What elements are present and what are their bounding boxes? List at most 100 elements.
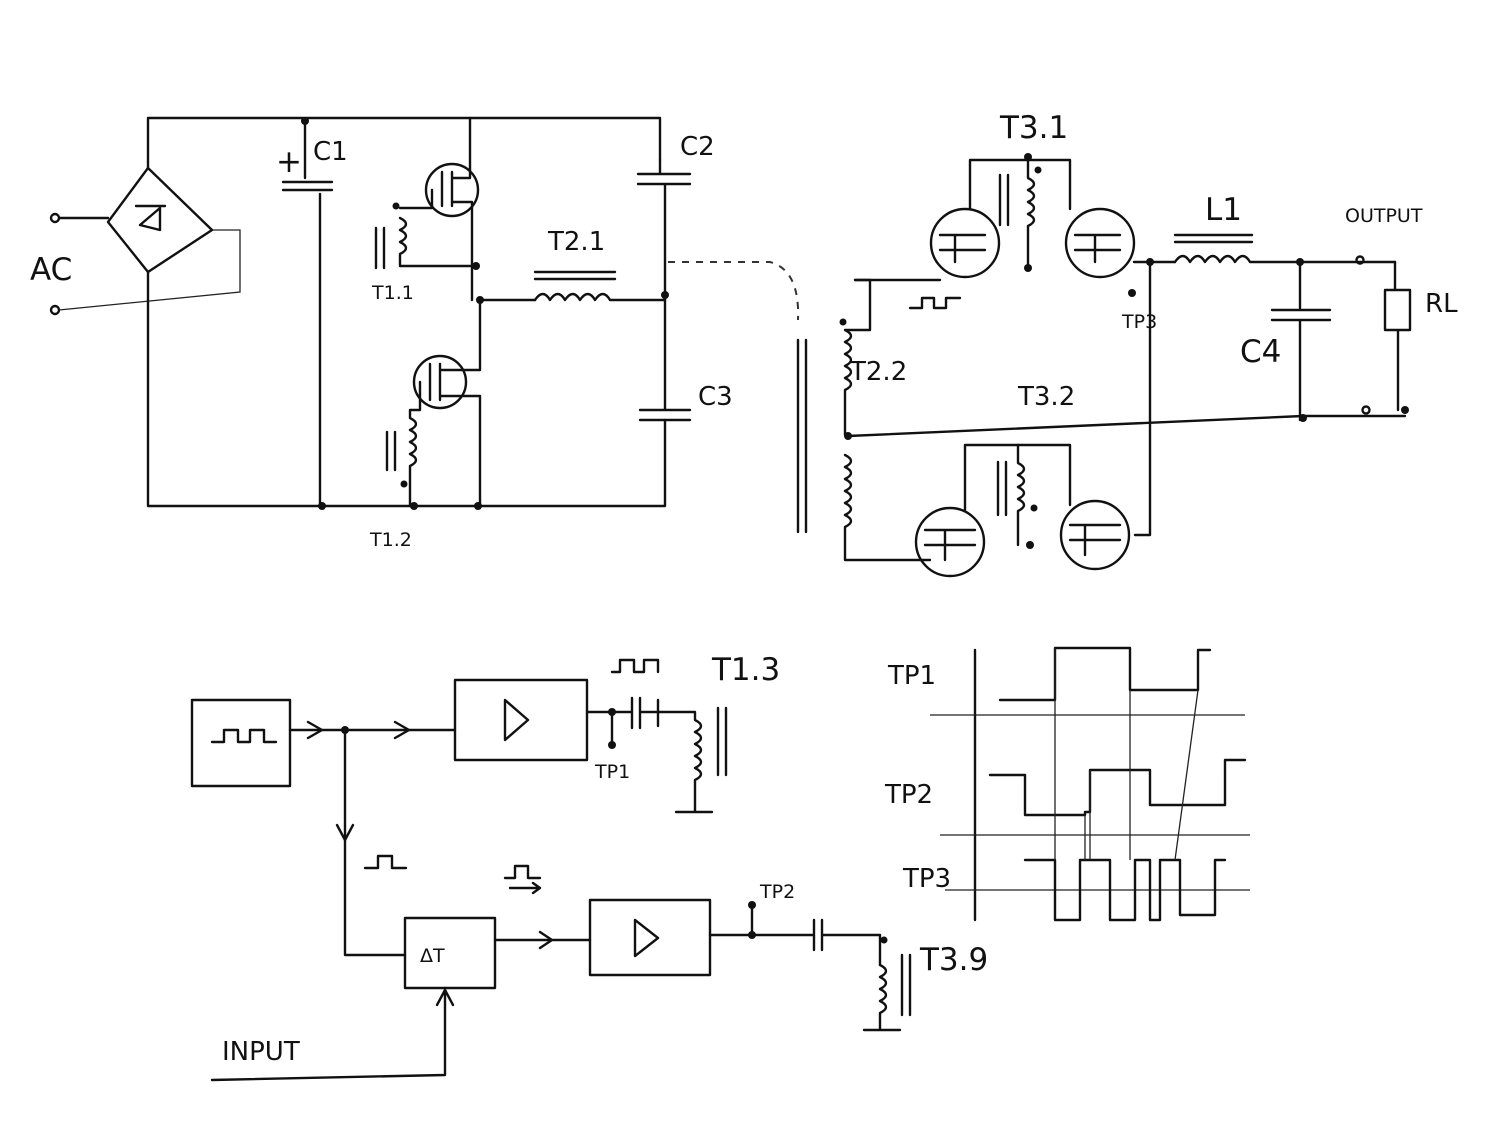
- negative-rail: [146, 270, 667, 508]
- inductor-l1-core: [1173, 233, 1254, 244]
- transformer-t2-1-winding: [533, 292, 667, 302]
- tp3-probe-point: [1128, 289, 1136, 297]
- polarity-dot: [392, 202, 400, 210]
- capacitor-divider-c2-c3: [636, 158, 692, 422]
- switch-symbol: [1068, 523, 1122, 557]
- t2-2-label: T2.2: [849, 357, 907, 387]
- tp3-row-label: TP3: [902, 864, 951, 894]
- tp2-probe-point: [748, 901, 756, 909]
- l1-label: L1: [1205, 192, 1242, 228]
- return-path: [1133, 260, 1152, 537]
- switch-symbol: [938, 233, 987, 264]
- mosfet-lower-symbol: [428, 298, 482, 508]
- tp1-waveform: [998, 646, 1212, 702]
- junction: [748, 931, 756, 939]
- switch-t3-2-right: [1059, 499, 1131, 571]
- transformer-t1-2-core: [385, 430, 397, 472]
- shifted-pulse-icon: [503, 864, 542, 895]
- pulse-train-icon: [908, 296, 962, 310]
- junction: [1024, 153, 1032, 161]
- t2-coupling-link: [668, 261, 800, 321]
- c3-label: C3: [698, 382, 733, 412]
- t3-x-label: T3.9: [919, 942, 988, 978]
- transformer-t1-3-core: [716, 706, 728, 777]
- transformer-t3-x-winding: [862, 963, 902, 1032]
- transformer-t1-2-winding: [408, 380, 422, 508]
- transformer-t3-x-core: [900, 953, 912, 1017]
- junction: [1024, 264, 1032, 272]
- t2-1-label: T2.1: [547, 227, 605, 257]
- ac-terminal-2: [49, 304, 61, 316]
- tp2-waveform: [988, 758, 1247, 817]
- control-block-diagram: T1.3 TP1 TP2 T3.9 INPUT ΔT: [190, 652, 988, 1082]
- t1-3-label: T1.3: [711, 652, 780, 688]
- t3-1-label: T3.1: [999, 110, 1068, 146]
- polarity-dot: [880, 936, 888, 944]
- delay-block: [403, 916, 497, 990]
- tp1-row-label: TP1: [887, 661, 936, 691]
- switch-t3-1-left: [929, 207, 1001, 279]
- junction: [301, 117, 309, 125]
- capacitor-c1: [281, 118, 334, 508]
- oscillator-block: [190, 698, 292, 788]
- pulse-train-icon: [363, 854, 408, 870]
- transformer-t3-1-winding: [1026, 158, 1036, 270]
- t1-1-label: T1.1: [371, 282, 414, 304]
- tp1-label-diagram: TP1: [594, 761, 630, 783]
- polarity-dot: [1030, 504, 1038, 512]
- transformer-t3-1-frame: [968, 158, 1072, 227]
- mosfet-lower: [412, 354, 468, 410]
- junction: [410, 502, 418, 510]
- timing-cursors: [1054, 648, 1199, 861]
- tp2-label-diagram: TP2: [759, 881, 795, 903]
- t1-2-label: T1.2: [369, 529, 412, 551]
- junction: [474, 502, 482, 510]
- capacitor-c4: [1270, 260, 1332, 422]
- output-stage: T3.1 L1 OUTPUT RL C4 T2.2 T3.2 TP3: [796, 110, 1458, 578]
- c2-label: C2: [680, 132, 715, 162]
- polarity-dot: [1034, 166, 1042, 174]
- delay-label: ΔT: [420, 945, 445, 967]
- switch-symbol: [923, 528, 977, 562]
- c1-label: C1: [313, 137, 348, 167]
- pulse-train-icon: [610, 658, 660, 674]
- timing-diagram: TP1 TP2 TP3: [884, 646, 1250, 922]
- transformer-t3-2-winding: [1016, 443, 1026, 547]
- transformer-t1-3-winding: [658, 710, 714, 814]
- output-terminal: [1361, 405, 1371, 415]
- input-label: INPUT: [222, 1037, 300, 1067]
- polarity-dot: [400, 480, 408, 488]
- driver-amplifier-lower: [588, 898, 712, 977]
- tp1-probe-point: [608, 741, 616, 749]
- c1-plus-label: +: [276, 144, 302, 180]
- transformer-t1-1-winding: [398, 188, 478, 268]
- tp3-waveform: [1023, 858, 1227, 922]
- branch-line: [343, 728, 407, 957]
- ac-label: AC: [30, 252, 72, 288]
- tp3-label-top: TP3: [1121, 311, 1157, 333]
- power-stage: AC + C1 C2 C3 T1.1 T1.2 T2.1: [30, 116, 800, 551]
- transformer-t2-2-core: [796, 338, 808, 534]
- amplifier-icon: [633, 918, 660, 958]
- junction: [472, 262, 480, 270]
- junction: [608, 708, 616, 716]
- junction: [1296, 258, 1304, 266]
- ac-wire-2: [58, 229, 241, 311]
- oscillator-icon: [210, 728, 278, 744]
- mosfet-upper: [424, 162, 480, 218]
- amplifier-icon: [503, 698, 530, 742]
- junction: [1401, 406, 1409, 414]
- input-line: [210, 986, 455, 1082]
- tp2-row-label: TP2: [884, 780, 933, 810]
- transformer-t1-1-core: [374, 226, 386, 270]
- rectifier-diode-icon: [134, 204, 167, 232]
- mosfet-upper-symbol: [440, 166, 474, 302]
- switch-t3-1-right: [1064, 207, 1136, 279]
- transformer-t2-2-upper-winding: [843, 278, 872, 437]
- junction: [318, 502, 326, 510]
- coupling-capacitor: [708, 918, 882, 967]
- arrow-icon: [335, 823, 355, 842]
- switch-symbol: [1073, 233, 1122, 264]
